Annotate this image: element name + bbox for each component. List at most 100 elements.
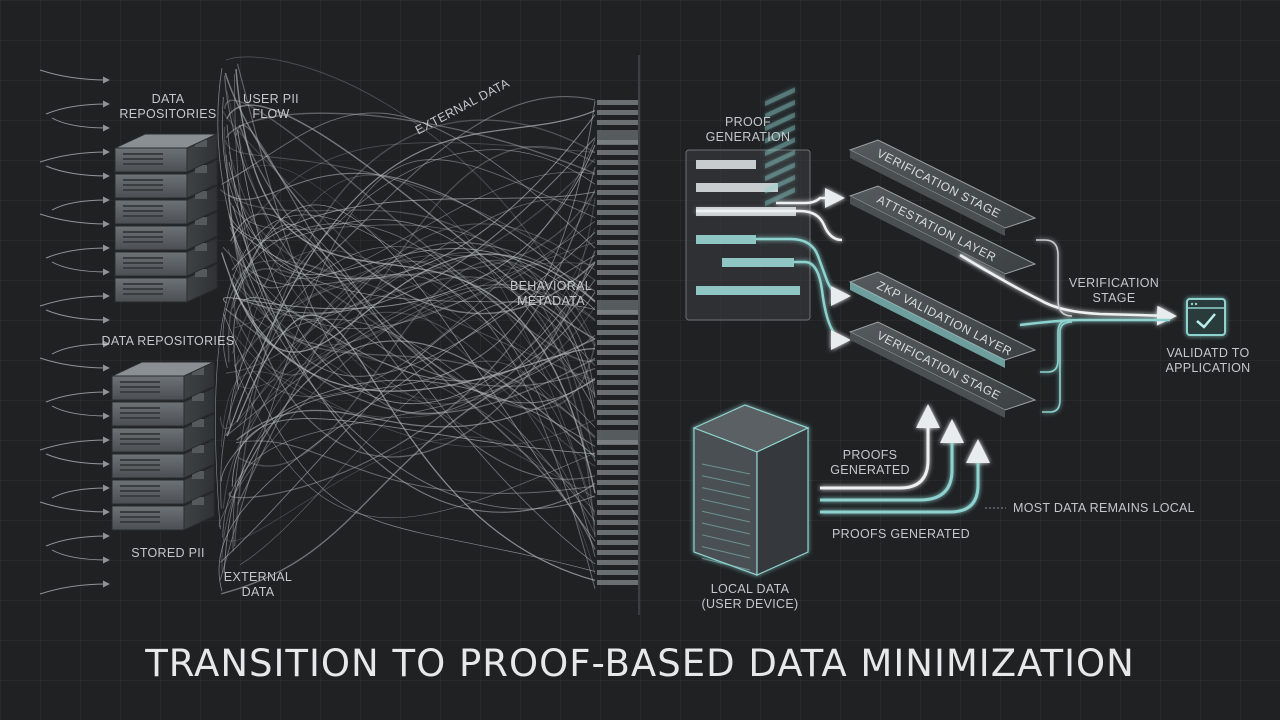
- flow-line: [229, 165, 596, 384]
- flow-line: [236, 63, 596, 415]
- server-unit-side: [183, 465, 215, 505]
- flow-line: [234, 74, 596, 321]
- flow-line: [235, 262, 596, 389]
- server-vent: [123, 241, 163, 243]
- destination-bar: [597, 210, 639, 215]
- flow-line: [222, 223, 596, 557]
- flow-line: [221, 97, 596, 310]
- label-user-pii-flow: USER PII FLOW: [243, 92, 299, 121]
- label-data-repositories-top: DATA REPOSITORIES: [119, 92, 217, 121]
- flow-line: [232, 273, 596, 538]
- server-slot: [701, 463, 751, 475]
- flow-line: [223, 100, 596, 574]
- flow-line: [234, 306, 596, 419]
- server-vent: [120, 516, 160, 518]
- server-slot: [701, 546, 751, 559]
- server-vent: [123, 210, 163, 212]
- server-port: [192, 367, 204, 375]
- server-slot: [701, 510, 751, 523]
- destination-bar: [597, 310, 639, 315]
- server-vent: [120, 511, 160, 513]
- destination-bar: [597, 420, 639, 425]
- server-vent: [120, 438, 160, 440]
- flow-line: [235, 68, 596, 494]
- server-vent: [120, 407, 160, 409]
- flow-line: [228, 166, 596, 499]
- flow-line: [237, 130, 596, 405]
- converging-flow: [959, 239, 1177, 413]
- label-external-data-bottom: EXTERNAL DATA: [223, 570, 293, 599]
- flow-line: [224, 99, 596, 363]
- destination-bar: [597, 270, 639, 275]
- destination-bar: [597, 240, 639, 245]
- server-vent: [123, 179, 163, 181]
- destination-bar: [597, 580, 639, 585]
- flow-line: [228, 172, 596, 302]
- server-slot-side: [765, 187, 795, 207]
- destination-bar: [597, 220, 639, 225]
- destination-bar: [597, 260, 639, 265]
- flow-line: [229, 216, 596, 410]
- flow-line: [228, 197, 596, 408]
- flow-line: [237, 260, 596, 452]
- server-slot-side: [765, 162, 795, 182]
- layer-edge: [850, 332, 1005, 418]
- server-vent: [123, 189, 163, 191]
- destination-bar: [597, 460, 639, 465]
- incoming-arrow: [39, 292, 110, 307]
- flow-line: [231, 191, 596, 271]
- server-vent: [123, 293, 163, 295]
- flow-line: [233, 145, 596, 376]
- flow-line: [228, 96, 596, 289]
- flow-line: [235, 440, 596, 494]
- server-unit-side: [186, 211, 218, 251]
- flow-line: [222, 246, 596, 589]
- server-unit-side: [183, 491, 215, 531]
- destination-bar: [597, 330, 639, 335]
- incoming-arrow: [39, 69, 110, 84]
- destination-bar: [597, 150, 639, 155]
- destination-bar: [597, 170, 639, 175]
- flow-line: [223, 313, 596, 572]
- destination-bar: [597, 480, 639, 485]
- flow-line: [225, 154, 596, 438]
- flow-line: [221, 112, 596, 249]
- incoming-arrow: [51, 196, 110, 211]
- incoming-arrow: [51, 117, 110, 132]
- flow-line: [228, 151, 596, 499]
- pii-flow-lines: [215, 56, 596, 595]
- flow-line: [217, 68, 596, 510]
- flow-line: [227, 197, 596, 405]
- destination-bar: [597, 450, 639, 455]
- server-vent: [123, 288, 163, 290]
- destination-bar: [597, 100, 639, 105]
- incoming-arrow: [45, 165, 110, 180]
- server-vent: [120, 495, 160, 497]
- flow-line: [222, 189, 596, 509]
- label-proofs-generated-2: PROOFS GENERATED: [832, 527, 970, 541]
- label-stored-pii: STORED PII: [131, 546, 205, 560]
- server-vent: [120, 391, 160, 393]
- flow-line: [230, 114, 596, 280]
- label-verification-stage-right: VERIFICATION STAGE: [1068, 276, 1160, 305]
- server-port: [195, 217, 207, 225]
- server-vent: [120, 433, 160, 435]
- flow-line: [223, 126, 596, 279]
- flow-line: [219, 159, 596, 581]
- flow-line: [233, 241, 596, 346]
- server-vent: [123, 205, 163, 207]
- server-unit-side: [183, 413, 215, 453]
- destination-bar: [597, 160, 639, 165]
- server-top: [114, 133, 218, 149]
- server-slot-side: [765, 137, 795, 157]
- incoming-arrow: [39, 357, 110, 372]
- server-slot-side: [765, 174, 795, 194]
- server-port: [192, 393, 204, 401]
- flow-line: [226, 110, 596, 437]
- server-vent: [123, 153, 163, 155]
- incoming-arrow: [45, 100, 110, 115]
- incoming-arrow: [45, 388, 110, 403]
- flow-line: [225, 112, 596, 175]
